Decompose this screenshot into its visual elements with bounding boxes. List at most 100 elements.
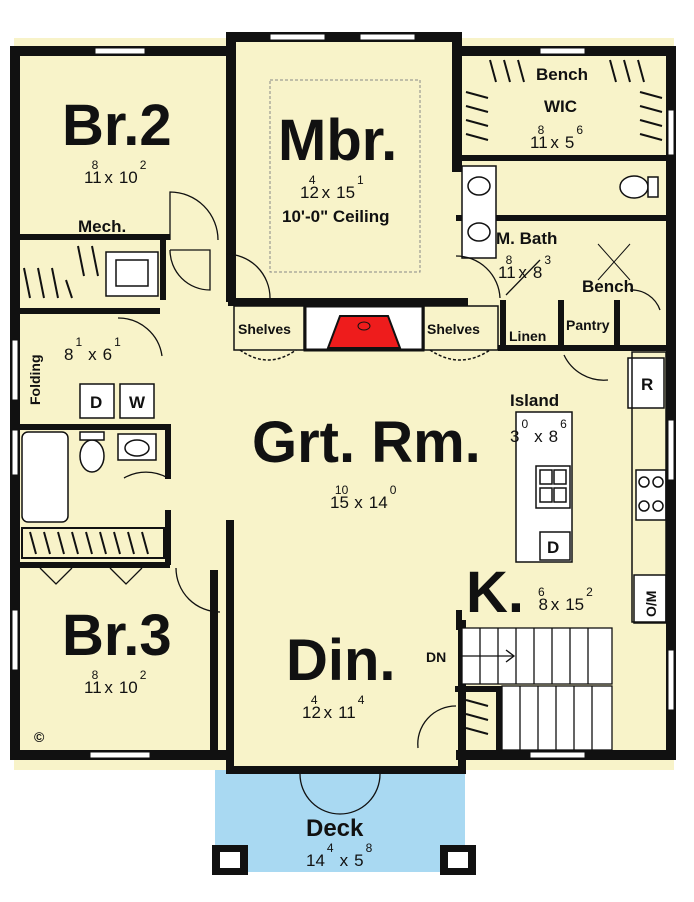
mbath-li: 3 [544, 253, 551, 267]
fridge-label: R [641, 375, 653, 394]
mbr-name: Mbr. [278, 108, 397, 173]
stair-dn-label: DN [426, 649, 446, 665]
kitchen-wi: 6 [538, 585, 545, 599]
mbath-w: 11 [498, 263, 516, 282]
br2-l: 10 [119, 168, 138, 187]
island-wi: 0 [521, 417, 528, 431]
din-wi: 4 [311, 693, 318, 707]
stairs [460, 627, 613, 751]
grtrm-name: Grt. Rm. [252, 410, 481, 475]
din-w: 12 [302, 703, 321, 722]
grtrm-wi: 10 [335, 483, 349, 497]
fireplace-firebox [326, 315, 402, 349]
din-name: Din. [286, 628, 396, 693]
deck-name: Deck [306, 815, 364, 842]
folding-label: Folding [27, 354, 43, 405]
closet-rods [21, 59, 663, 735]
kitchen-counter [631, 351, 667, 623]
shelves-right-label: Shelves [427, 321, 480, 337]
shelves-left-label: Shelves [238, 321, 291, 337]
deck-w: 14 [306, 851, 325, 870]
deck-li: 8 [366, 841, 373, 855]
island-name: Island [510, 391, 559, 410]
wic-w: 11 [530, 133, 548, 152]
linen-label: Linen [509, 328, 546, 344]
island-l: 8 [549, 427, 558, 446]
deck-l: 5 [354, 851, 363, 870]
br3-li: 2 [140, 668, 147, 682]
din-li: 4 [358, 693, 365, 707]
bathtub [21, 431, 69, 523]
br2-wi: 8 [92, 158, 99, 172]
mbath-bench: Bench [582, 277, 634, 296]
laundry-l: 6 [103, 345, 112, 364]
interior-walls [20, 155, 670, 760]
built-in-shelves [233, 305, 499, 361]
water-heater [105, 251, 159, 297]
toilet-mbath [619, 175, 649, 199]
kitchen-li: 2 [586, 585, 593, 599]
grtrm-w: 15 [330, 493, 349, 512]
br3-l: 10 [119, 678, 138, 697]
wic-bench: Bench [536, 65, 588, 84]
mbath-wi: 8 [506, 253, 513, 267]
mbath-name: M. Bath [496, 229, 557, 248]
kitchen-name: K. [466, 560, 524, 625]
island-li: 6 [560, 417, 567, 431]
mbr-li: 1 [357, 173, 364, 187]
mbr-l: 15 [336, 183, 355, 202]
island-w: 3 [510, 427, 519, 446]
kitchen-l: 15 [565, 595, 584, 614]
dishwasher [539, 531, 571, 561]
br3-w: 11 [84, 678, 102, 697]
br2-li: 2 [140, 158, 147, 172]
grtrm-li: 0 [390, 483, 397, 497]
wic-wi: 8 [538, 123, 545, 137]
refrigerator [627, 357, 665, 409]
master-ceiling-outline [269, 79, 421, 273]
oven-label: O/M [643, 591, 659, 617]
copyright-mark: © [34, 729, 45, 745]
grtrm-l: 14 [369, 493, 388, 512]
kitchen-w: 8 [539, 595, 548, 614]
wic-l: 5 [565, 133, 574, 152]
br2-w: 11 [84, 168, 102, 187]
island-sink [535, 465, 571, 509]
toilet-br [79, 439, 105, 473]
fixtures [21, 165, 667, 624]
deck-wi: 4 [327, 841, 334, 855]
door-swings [39, 191, 661, 815]
deck-floor [215, 770, 465, 872]
deck-posts [212, 845, 476, 875]
pantry-label: Pantry [566, 317, 610, 333]
laundry-w: 8 [64, 345, 73, 364]
wic-li: 6 [576, 123, 583, 137]
mbr-w: 12 [300, 183, 319, 202]
mbath-l: 8 [533, 263, 542, 282]
fireplace [303, 304, 425, 352]
br3-name: Br.3 [62, 603, 172, 668]
dryer [79, 383, 115, 419]
dishwasher-label: D [547, 538, 559, 557]
laundry-li: 1 [114, 335, 121, 349]
dryer-label: D [90, 393, 102, 412]
mbr-ceiling: 10'-0" Ceiling [282, 207, 390, 226]
mbr-wi: 4 [309, 173, 316, 187]
washer-label: W [129, 393, 146, 412]
washer [119, 383, 155, 419]
br2-name: Br.2 [62, 93, 172, 158]
wic-name: WIC [544, 97, 577, 116]
